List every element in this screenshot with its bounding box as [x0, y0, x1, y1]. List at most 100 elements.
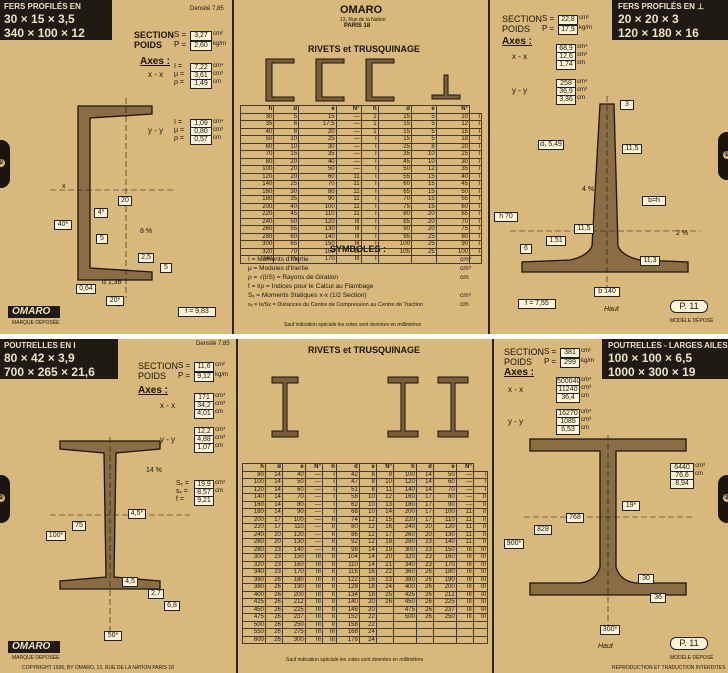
- bottom-table-cell: II: [321, 530, 337, 539]
- top-table-cell: 50: [273, 217, 300, 226]
- bottom-table-cell: I: [321, 470, 337, 479]
- dim-5b: 5: [160, 263, 172, 273]
- model-tag: P. 11: [670, 300, 708, 313]
- top-table-cell: 20: [273, 172, 300, 181]
- bottom-table-cell: 11: [455, 508, 474, 517]
- bottom-table-cell: 11: [455, 538, 474, 547]
- top-table-cell: —: [335, 135, 362, 144]
- bottom-table-cell: 220: [392, 515, 417, 524]
- bottom-table-cell: 120: [432, 523, 457, 532]
- top-table-cell: 25: [410, 240, 437, 249]
- bottom-table-cell: 51: [335, 485, 360, 494]
- wf-size-max: 1000 × 300 × 19: [608, 365, 696, 379]
- bottom-table-cell: [375, 635, 394, 644]
- top-table-cell: 25: [435, 150, 471, 159]
- center-city: PARIS 18: [344, 23, 371, 29]
- top-table-cell: 8: [410, 142, 437, 151]
- wf-poids-sym: P =: [544, 357, 557, 366]
- reproduction-note: REPRODUCTION ET TRADUCTION INTERDITES: [612, 665, 726, 671]
- bottom-table-cell: 20: [375, 553, 394, 562]
- bottom-table-cell: 212: [432, 590, 457, 599]
- bottom-table-cell: 260: [392, 530, 417, 539]
- bottom-table-cell: 12: [358, 530, 377, 539]
- bottom-table-cell: 100: [281, 515, 306, 524]
- bottom-header-cell: h: [321, 463, 337, 472]
- bottom-table-cell: 42: [335, 470, 360, 479]
- bottom-table-cell: 12: [358, 515, 377, 524]
- top-table-cell: I: [469, 135, 482, 144]
- top-table-cell: 40: [298, 157, 337, 166]
- bottom-table-cell: 170: [281, 568, 306, 577]
- wf-axes-label: Axes :: [504, 367, 535, 378]
- dim-d136: d 1,36: [102, 279, 122, 286]
- bottom-table-cell: III: [304, 635, 323, 644]
- bottom-table-cell: 23: [415, 553, 434, 562]
- dim-axis: 20: [118, 196, 132, 206]
- symbol-4: Sₓ = Moments Statiques x-x (1/2 Section): [248, 292, 367, 299]
- bottom-table-cell: 104: [335, 553, 360, 562]
- slide-knob-right[interactable]: ①: [718, 132, 728, 180]
- slide-knob-left[interactable]: ①: [0, 140, 10, 188]
- bottom-table-cell: 200: [281, 590, 306, 599]
- top-table-cell: 30: [298, 142, 337, 151]
- bottom-table-cell: III: [304, 575, 323, 584]
- top-table-cell: I: [469, 165, 482, 174]
- bottom-table-cell: [472, 620, 489, 629]
- top-table-cell: 10: [273, 142, 300, 151]
- tee-xx-unit-0: cm⁴: [577, 44, 588, 50]
- bottom-table-cell: 17: [415, 508, 434, 517]
- bottom-table-cell: 250: [281, 620, 306, 629]
- slide-knob-left-bottom[interactable]: ②: [0, 475, 10, 523]
- top-table-cell: 30: [435, 157, 471, 166]
- top-table-cell: 10: [410, 150, 437, 159]
- bottom-table-cell: II: [321, 605, 337, 614]
- top-table-cell: III: [335, 255, 362, 264]
- rivet-ibeams-drawing: [271, 376, 469, 438]
- poids-sym: P =: [174, 40, 187, 49]
- bottom-table-cell: 212: [281, 598, 306, 607]
- slide-knob-right-bottom[interactable]: ②: [718, 475, 728, 523]
- bottom-table-cell: 380: [392, 575, 417, 584]
- bottom-table-cell: —: [455, 478, 474, 487]
- symbol-unit-0: cm⁴: [460, 256, 472, 263]
- wf-yy-radius: 6,53: [556, 425, 580, 435]
- ibeam-yy-unit-0: cm⁴: [215, 427, 226, 433]
- bottom-table-cell: —: [304, 538, 323, 547]
- bottom-table-cell: 11: [455, 523, 474, 532]
- bottom-table-cell: 550: [242, 628, 266, 637]
- bottom-table-cell: 180: [432, 568, 457, 577]
- bottom-header-cell: N°: [375, 463, 394, 472]
- bottom-table-cell: 23: [264, 545, 283, 554]
- channel-panel: FERS PROFILÉS EN 30 × 15 × 3,5 340 × 100…: [0, 0, 232, 334]
- bottom-table-cell: 140: [242, 493, 266, 502]
- bottom-table-cell: 86: [335, 530, 360, 539]
- omaro-logo-text: OMARO: [12, 306, 51, 317]
- top-table-cell: I: [360, 157, 379, 166]
- bottom-table-cell: 26: [264, 628, 283, 637]
- rivets-title: RIVETS et TRUSQUINAGE: [308, 44, 421, 54]
- wf-xx-unit-1: cm³: [581, 385, 591, 391]
- bottom-table-cell: 23: [264, 553, 283, 562]
- symbol-3: f = l/ρ = Indices pour le Calcul au Flam…: [248, 283, 374, 290]
- bottom-table-cell: 475: [392, 605, 417, 614]
- bottom-table-cell: 14: [264, 478, 283, 487]
- footnote-top: Sauf indication spéciale les cotes sont …: [284, 322, 422, 328]
- bottom-table-cell: 26: [415, 575, 434, 584]
- bottom-table-cell: 400: [242, 590, 266, 599]
- top-table-cell: 25: [298, 135, 337, 144]
- knob-num: ②: [723, 494, 728, 502]
- tee-dim-113: 11,3: [640, 256, 660, 266]
- top-table-cell: 45: [273, 210, 300, 219]
- bottom-table-cell: II: [321, 523, 337, 532]
- top-table-cell: 70: [298, 180, 337, 189]
- bottom-table-cell: I: [472, 470, 489, 479]
